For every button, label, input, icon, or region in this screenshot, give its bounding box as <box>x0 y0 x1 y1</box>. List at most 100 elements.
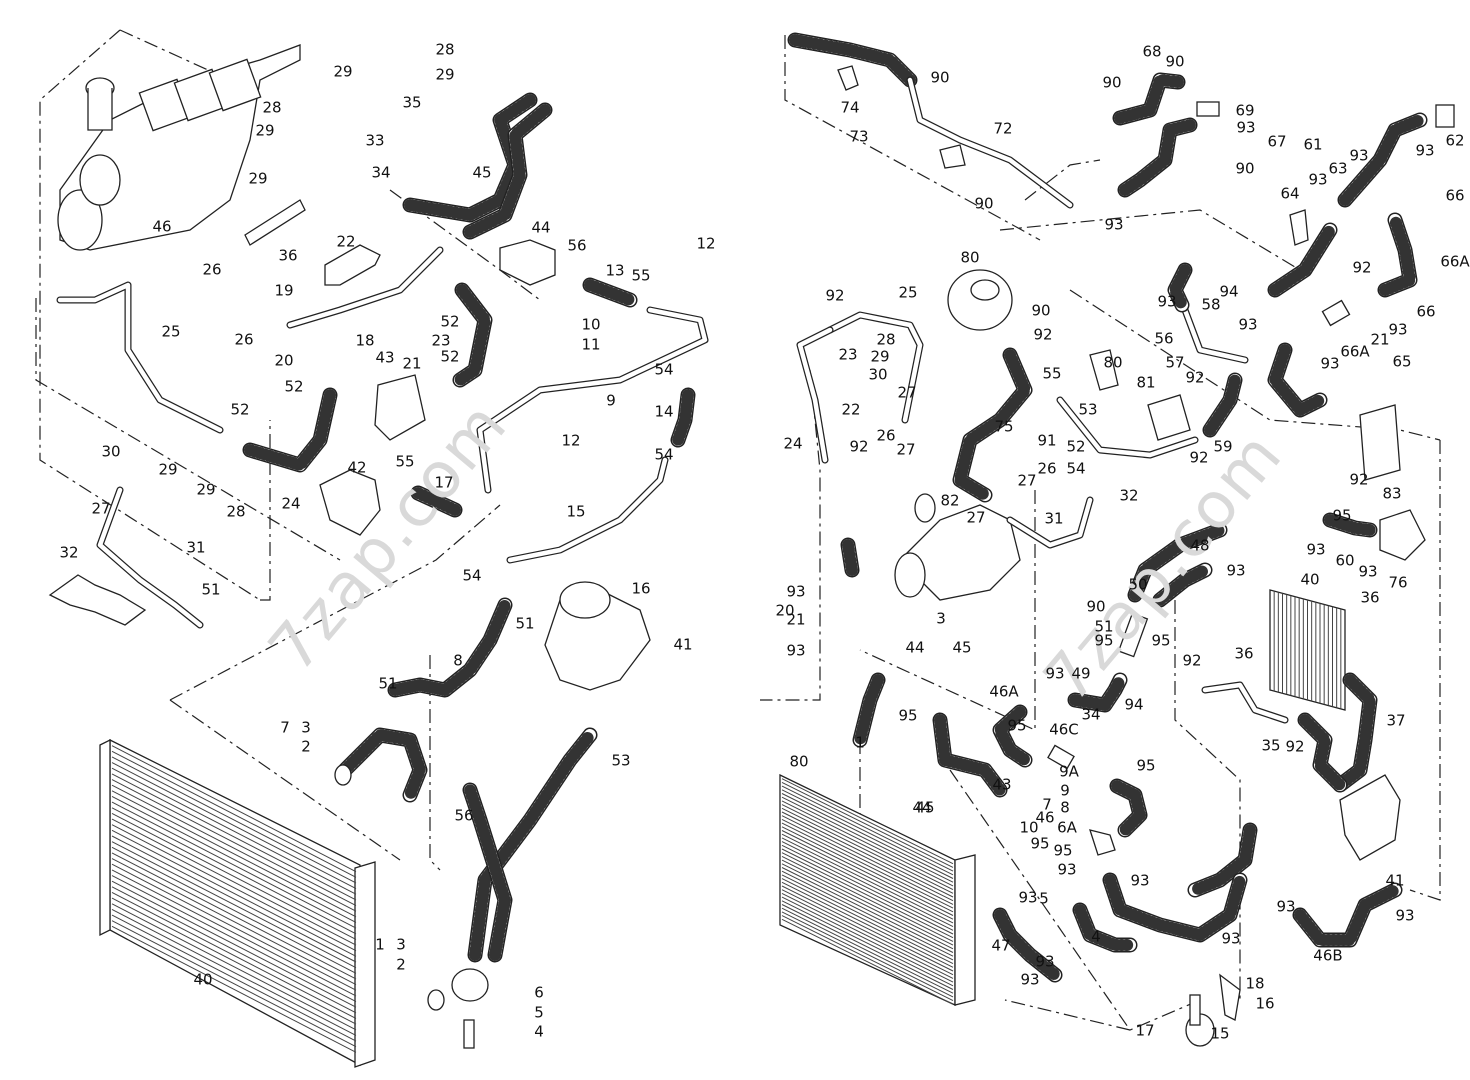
pipe-18 <box>286 246 444 329</box>
radiator-fin <box>111 745 357 873</box>
part-callout-90: 90 <box>1165 52 1185 71</box>
radiator-fin <box>111 886 357 1014</box>
hose-1 <box>462 727 598 963</box>
part-callout-53: 53 <box>611 751 631 770</box>
flange-44 <box>499 239 556 286</box>
part-callout-20: 20 <box>274 351 294 370</box>
hose-66 <box>1377 212 1418 298</box>
pipe-56 <box>1056 306 1249 459</box>
part-callout-23: 23 <box>838 345 858 364</box>
part-callout-95: 95 <box>1030 834 1050 853</box>
part-callout-35: 35 <box>1261 736 1281 755</box>
part-callout-92: 92 <box>1033 325 1053 344</box>
radiator-fin <box>781 889 954 976</box>
filter-21 <box>1321 299 1351 327</box>
part-callout-54: 54 <box>654 360 674 379</box>
radiator-fin <box>111 897 357 1025</box>
hose-90 <box>1117 117 1198 198</box>
part-callout-93: 93 <box>1236 118 1256 137</box>
part-callout-93: 93 <box>1045 664 1065 683</box>
radiator-fin <box>111 773 357 901</box>
part-callout-1: 1 <box>855 733 865 752</box>
part-callout-27: 27 <box>896 440 916 459</box>
radiator-fin <box>111 914 357 1042</box>
part-callout-55: 55 <box>631 266 651 285</box>
part-callout-24: 24 <box>783 434 803 453</box>
part-callout-41: 41 <box>673 635 693 654</box>
part-callout-92: 92 <box>825 286 845 305</box>
hose-47 <box>992 907 1063 983</box>
radiator-40 <box>99 738 376 1068</box>
pipe-25 <box>56 281 224 434</box>
part-callout-80: 80 <box>960 248 980 267</box>
part-callout-60: 60 <box>1335 551 1355 570</box>
part-callout-27: 27 <box>1017 471 1037 490</box>
part-callout-72: 72 <box>993 119 1013 138</box>
part-callout-36: 36 <box>1234 644 1254 663</box>
part-callout-31: 31 <box>186 538 206 557</box>
part-callout-29: 29 <box>248 169 268 188</box>
part-callout-14: 14 <box>654 402 674 421</box>
part-callout-16: 16 <box>1255 994 1275 1013</box>
radiator-fin <box>111 807 357 935</box>
hose-17 <box>410 485 463 518</box>
radiator-fin <box>781 818 954 905</box>
part-callout-28: 28 <box>435 40 455 59</box>
part-callout-4: 4 <box>1091 927 1101 946</box>
part-callout-93: 93 <box>1358 562 1378 581</box>
part-callout-44: 44 <box>531 218 551 237</box>
radiator-fin <box>111 762 357 890</box>
part-callout-4: 4 <box>534 1022 544 1041</box>
part-callout-10: 10 <box>581 315 601 334</box>
part-callout-93: 93 <box>1276 897 1296 916</box>
radiator-fin <box>781 855 954 942</box>
part-callout-22: 22 <box>841 400 861 419</box>
radiator-fin <box>111 812 357 940</box>
part-callout-81: 81 <box>1136 373 1156 392</box>
radiator-fin <box>781 874 954 961</box>
part-callout-9: 9 <box>1060 781 1070 800</box>
part-callout-3: 3 <box>936 609 946 628</box>
group-outline <box>1004 999 1131 1031</box>
part-callout-2: 2 <box>396 955 406 974</box>
air-duct-41 <box>1339 774 1401 861</box>
expansion-tank-41 <box>544 581 651 691</box>
hose-46 <box>1109 778 1148 838</box>
part-callout-69: 69 <box>1235 101 1255 120</box>
radiator-fin <box>781 896 954 983</box>
part-callout-93: 93 <box>786 641 806 660</box>
group-outline <box>260 420 271 601</box>
hose-1-right <box>932 712 1008 798</box>
part-callout-8: 8 <box>453 651 463 670</box>
radiator-fin <box>111 784 357 912</box>
radiator-fin <box>781 781 954 868</box>
part-callout-51: 51 <box>201 580 221 599</box>
part-callout-52: 52 <box>440 312 460 331</box>
pump-15 <box>1185 973 1241 1047</box>
hose-50 <box>1127 522 1228 603</box>
part-callout-92: 92 <box>1185 368 1205 387</box>
part-callout-29: 29 <box>255 121 275 140</box>
hose-59 <box>1202 372 1243 438</box>
part-callout-6a: 6A <box>1057 818 1077 837</box>
part-callout-53: 53 <box>1078 400 1098 419</box>
pipe-25-right <box>796 311 924 464</box>
part-callout-29: 29 <box>333 62 353 81</box>
part-callout-34: 34 <box>1081 705 1101 724</box>
part-callout-94: 94 <box>1124 695 1144 714</box>
part-callout-27: 27 <box>897 383 917 402</box>
left-panel-drawing <box>35 29 709 1068</box>
part-callout-57: 57 <box>1165 353 1185 372</box>
part-callout-29: 29 <box>158 460 178 479</box>
part-callout-40: 40 <box>1300 570 1320 589</box>
hose-46A <box>992 704 1033 768</box>
radiator-fin <box>111 829 357 957</box>
part-callout-21: 21 <box>402 354 422 373</box>
part-callout-82: 82 <box>940 491 960 510</box>
part-callout-92: 92 <box>1182 651 1202 670</box>
group-outline <box>784 35 1041 241</box>
part-callout-93: 93 <box>1415 141 1435 160</box>
hose-73 <box>787 32 918 88</box>
radiator-fin <box>781 830 954 916</box>
part-callout-93: 93 <box>1057 860 1077 879</box>
